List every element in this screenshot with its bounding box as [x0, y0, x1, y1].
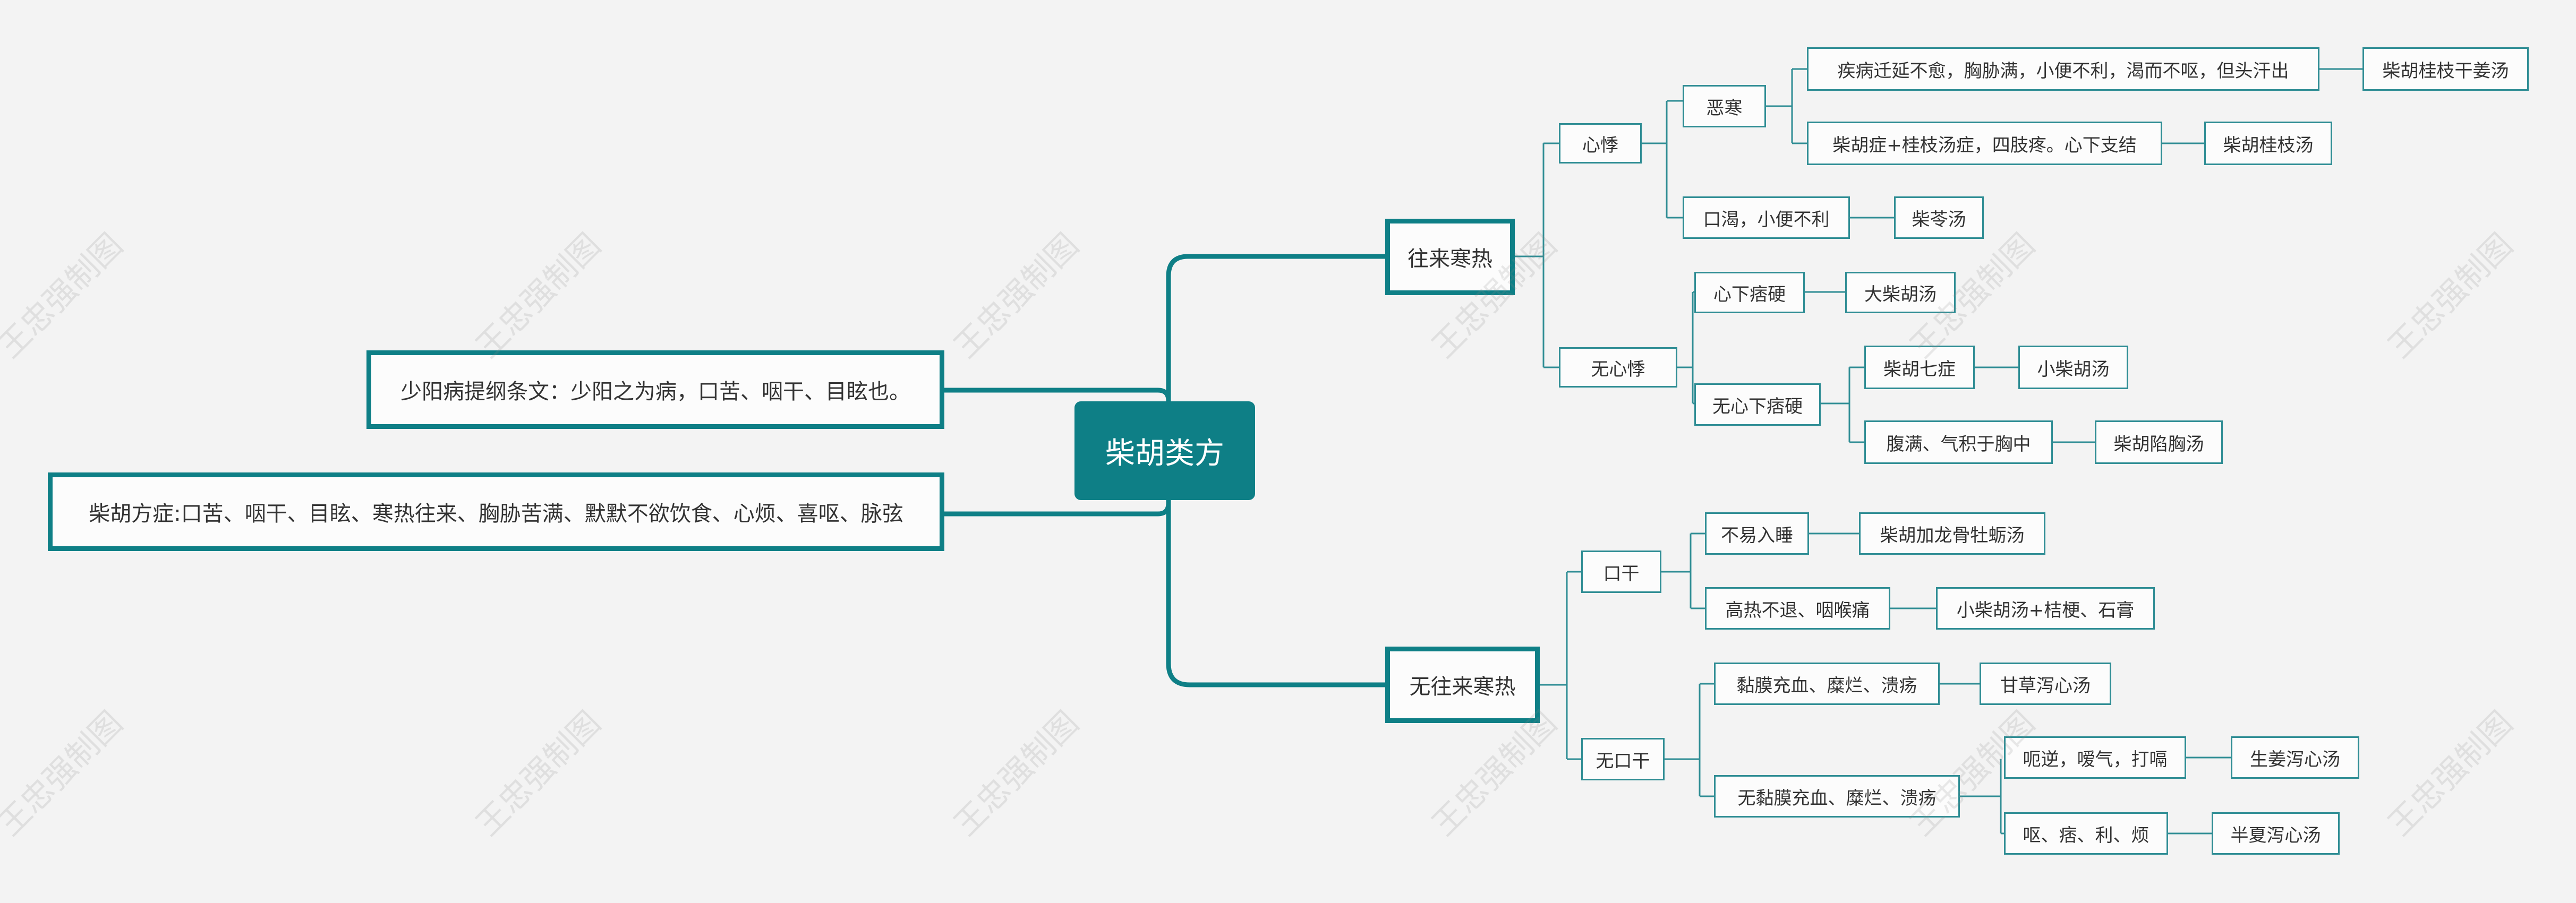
node-chaihu-longgu-muli-tang[interactable]: 柴胡加龙骨牡蛎汤 [1859, 512, 2045, 555]
node-xinxia-piying[interactable]: 心下痞硬 [1694, 272, 1805, 313]
node-chaihu-guizhi-ganjiang[interactable]: 柴胡桂枝干姜汤 [2362, 47, 2529, 91]
node-xiaochaihu-jiegeng-shigao[interactable]: 小柴胡汤+桔梗、石膏 [1936, 587, 2155, 630]
root-node[interactable]: 柴胡类方 [1074, 401, 1255, 500]
node-wu-kougan[interactable]: 无口干 [1581, 738, 1665, 780]
node-wu-nianmo-chongxue[interactable]: 无黏膜充血、糜烂、溃疡 [1714, 775, 1960, 818]
node-kouke[interactable]: 口渴，小便不利 [1683, 196, 1850, 239]
node-xiao-chaihu-tang[interactable]: 小柴胡汤 [2018, 346, 2128, 389]
node-ou-pi-li-fan[interactable]: 呕、痞、利、烦 [2004, 812, 2168, 855]
node-jibing-yuyan[interactable]: 疾病迁延不愈，胸胁满，小便不利，渴而不呕，但头汗出 [1807, 47, 2319, 91]
node-fuman-qiji[interactable]: 腹满、气积于胸中 [1864, 420, 2053, 464]
node-banxia-xiexin-tang[interactable]: 半夏泻心汤 [2212, 812, 2340, 855]
node-shengjiang-xiexin-tang[interactable]: 生姜泻心汤 [2231, 736, 2359, 779]
node-nianmo-chongxue[interactable]: 黏膜充血、糜烂、溃疡 [1714, 663, 1940, 705]
link-root-tigang [942, 388, 1171, 403]
node-fangzheng[interactable]: 柴胡方症:口苦、咽干、目眩、寒热往来、胸胁苦满、默默不欲饮食、心烦、喜呕、脉弦 [48, 472, 944, 551]
node-buyi-rushui[interactable]: 不易入睡 [1705, 512, 1809, 555]
link-root-wanglai [1166, 254, 1388, 406]
link-root-fangzheng [942, 501, 1171, 517]
node-wu-wanglai-hanre[interactable]: 无往来寒热 [1385, 647, 1540, 723]
node-xinji[interactable]: 心悸 [1559, 123, 1642, 164]
node-kougan[interactable]: 口干 [1581, 551, 1661, 593]
node-chaihu-qizheng[interactable]: 柴胡七症 [1864, 346, 1975, 389]
node-chaihu-xianxiong-tang[interactable]: 柴胡陷胸汤 [2095, 420, 2223, 464]
node-wu-xinji[interactable]: 无心悸 [1559, 347, 1677, 388]
node-chailing-tang[interactable]: 柴苓汤 [1894, 196, 1984, 239]
node-wu-xinxia-piying[interactable]: 无心下痞硬 [1694, 383, 1821, 426]
node-wuhan[interactable]: 恶寒 [1683, 85, 1766, 127]
node-eni-aiqi-dage[interactable]: 呃逆，嗳气，打嗝 [2004, 736, 2186, 779]
node-wanglai-hanre[interactable]: 往来寒热 [1385, 219, 1515, 295]
node-chaihu-guizhi-zheng[interactable]: 柴胡症+桂枝汤症，四肢疼。心下支结 [1807, 122, 2162, 165]
node-gaore-butui[interactable]: 高热不退、咽喉痛 [1705, 587, 1890, 630]
link-root-wu-wanglai [1166, 496, 1388, 687]
node-gancao-xiexin-tang[interactable]: 甘草泻心汤 [1980, 663, 2111, 705]
node-chaihu-guizhi-tang[interactable]: 柴胡桂枝汤 [2204, 122, 2332, 165]
node-da-chaihu-tang[interactable]: 大柴胡汤 [1845, 272, 1956, 313]
node-tigang[interactable]: 少阳病提纲条文：少阳之为病，口苦、咽干、目眩也。 [366, 350, 944, 429]
